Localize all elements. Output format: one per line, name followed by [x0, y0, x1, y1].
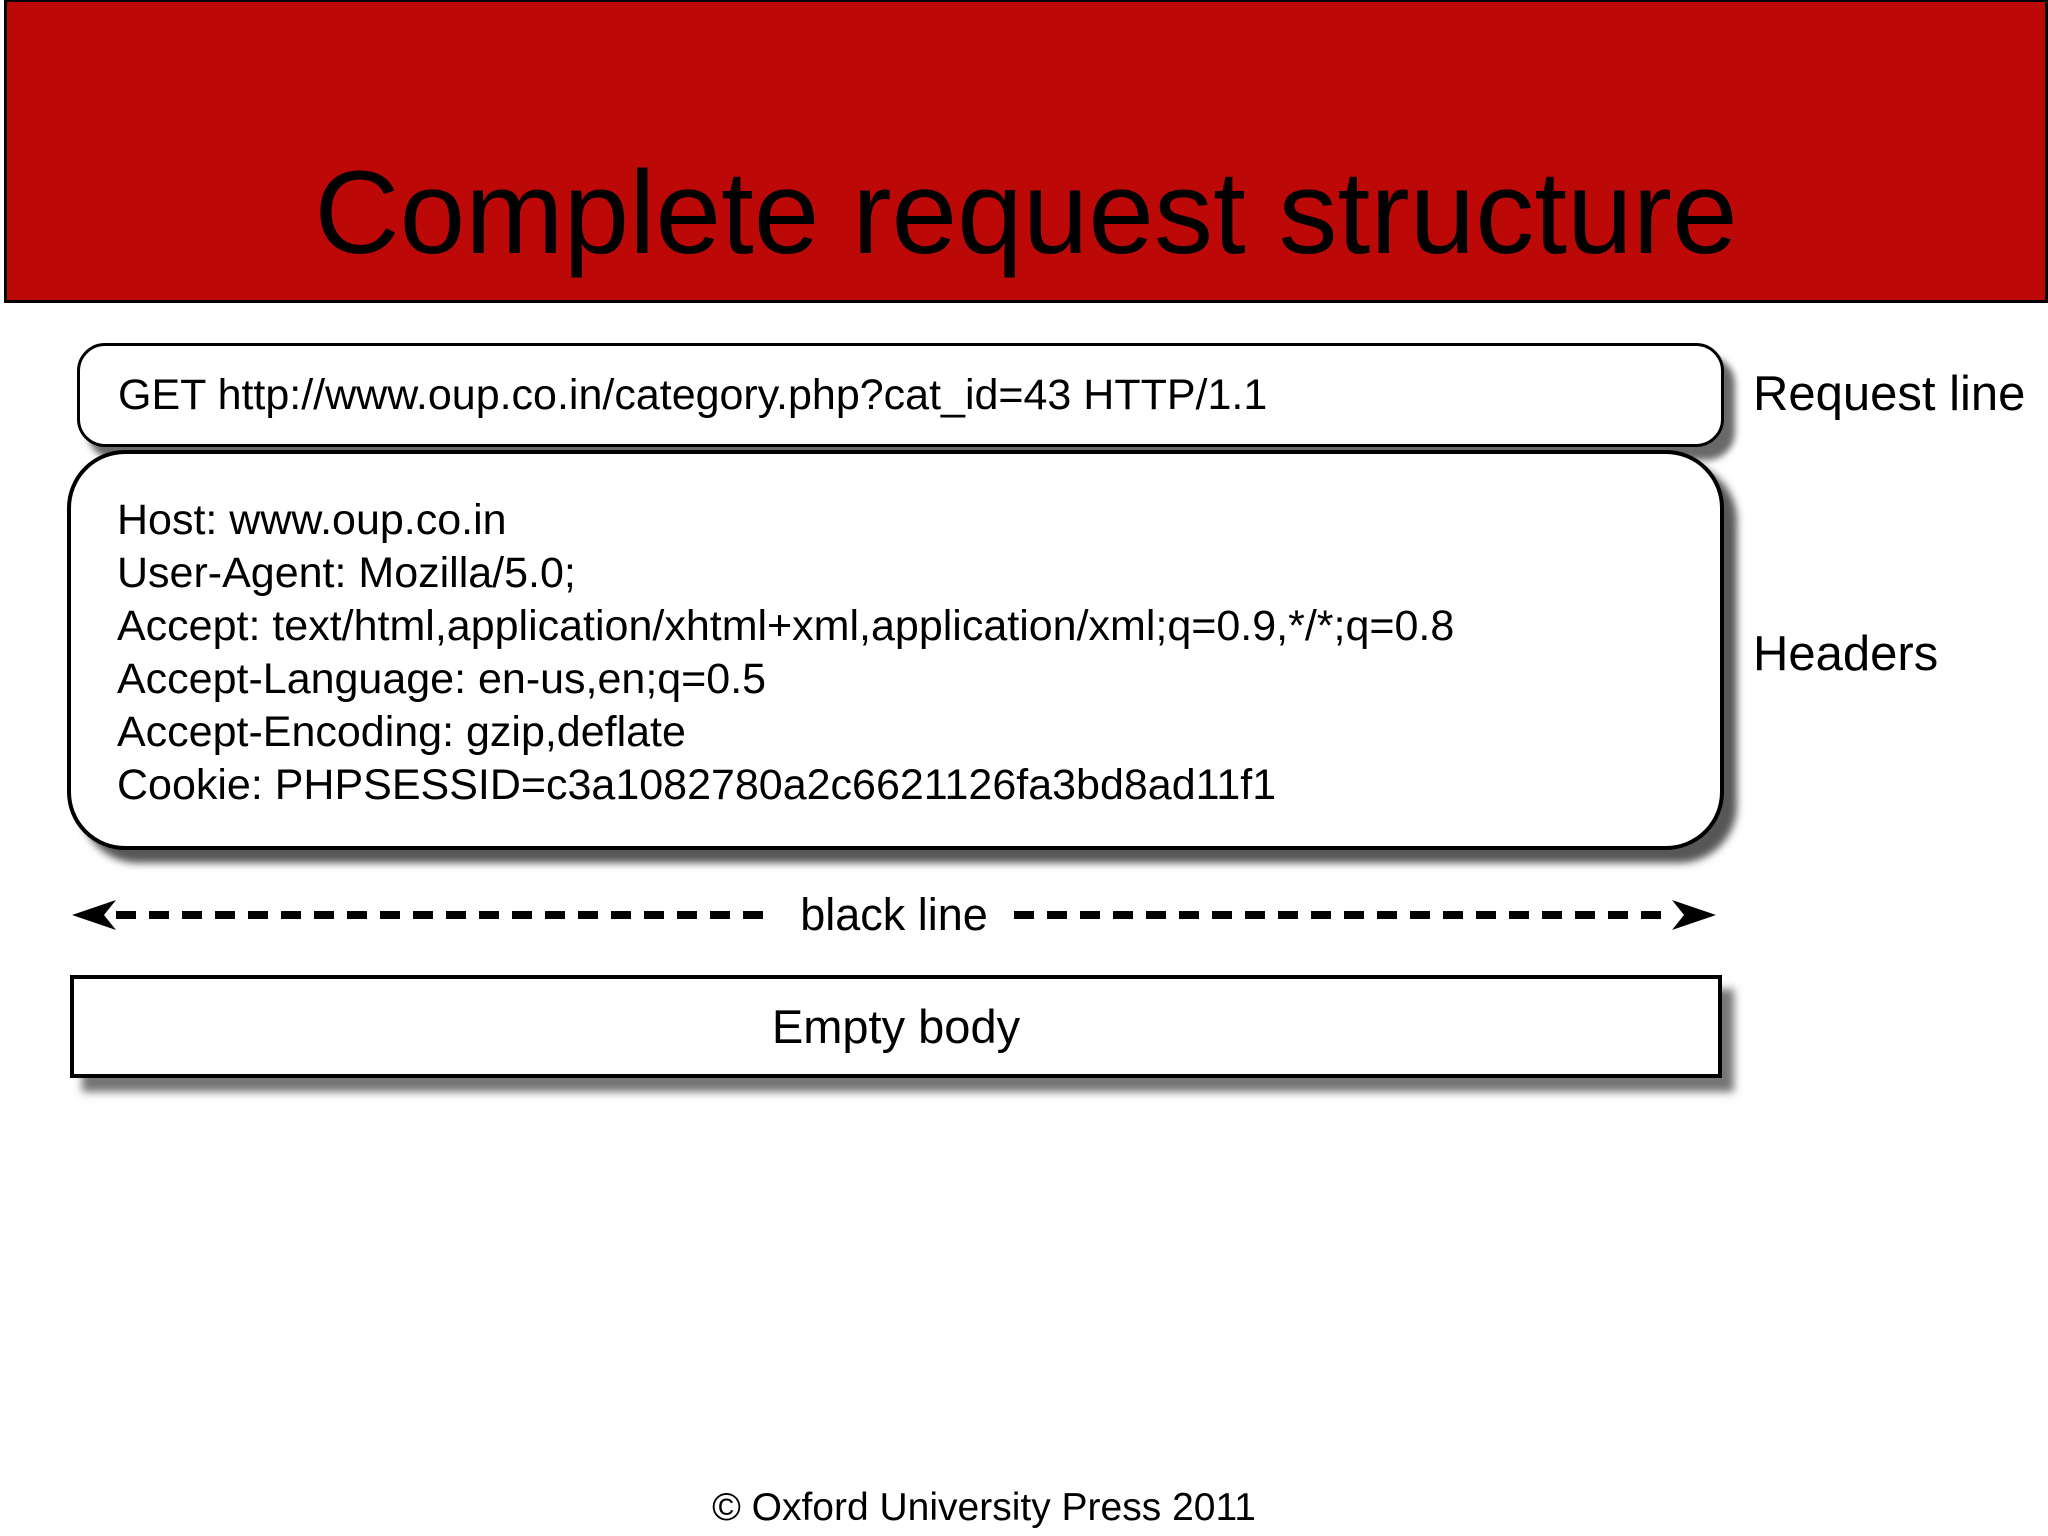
- header-line: Host: www.oup.co.in: [117, 496, 507, 544]
- copyright-footer: © Oxford University Press 2011: [712, 1486, 1256, 1529]
- header-line: Cookie: PHPSESSID=c3a1082780a2c6621126fa…: [117, 761, 1277, 809]
- empty-body-text: Empty body: [771, 1000, 1021, 1053]
- arrow-left-icon: [72, 900, 116, 930]
- empty-body-box: Empty body: [70, 975, 1722, 1078]
- request-line-text: GET http://www.oup.co.in/category.php?ca…: [118, 370, 1268, 419]
- dashed-line-left: [116, 911, 775, 919]
- separator-label: black line: [800, 889, 988, 940]
- header-line: Accept-Encoding: gzip,deflate: [117, 708, 686, 756]
- slide-title: Complete request structure: [314, 147, 1738, 279]
- blank-line-separator: black line: [70, 889, 1718, 941]
- dashed-line-right: [1013, 911, 1673, 919]
- headers-box: Host: www.oup.co.in User-Agent: Mozilla/…: [67, 450, 1724, 850]
- header-line: Accept: text/html,application/xhtml+xml,…: [117, 602, 1455, 650]
- request-line-label: Request line: [1753, 367, 2026, 421]
- header-line: User-Agent: Mozilla/5.0;: [117, 549, 576, 597]
- request-line-box: GET http://www.oup.co.in/category.php?ca…: [77, 343, 1724, 447]
- headers-label: Headers: [1753, 627, 1939, 681]
- arrow-right-icon: [1672, 900, 1717, 930]
- header-line: Accept-Language: en-us,en;q=0.5: [117, 655, 767, 703]
- title-banner: Complete request structure: [4, 0, 2048, 303]
